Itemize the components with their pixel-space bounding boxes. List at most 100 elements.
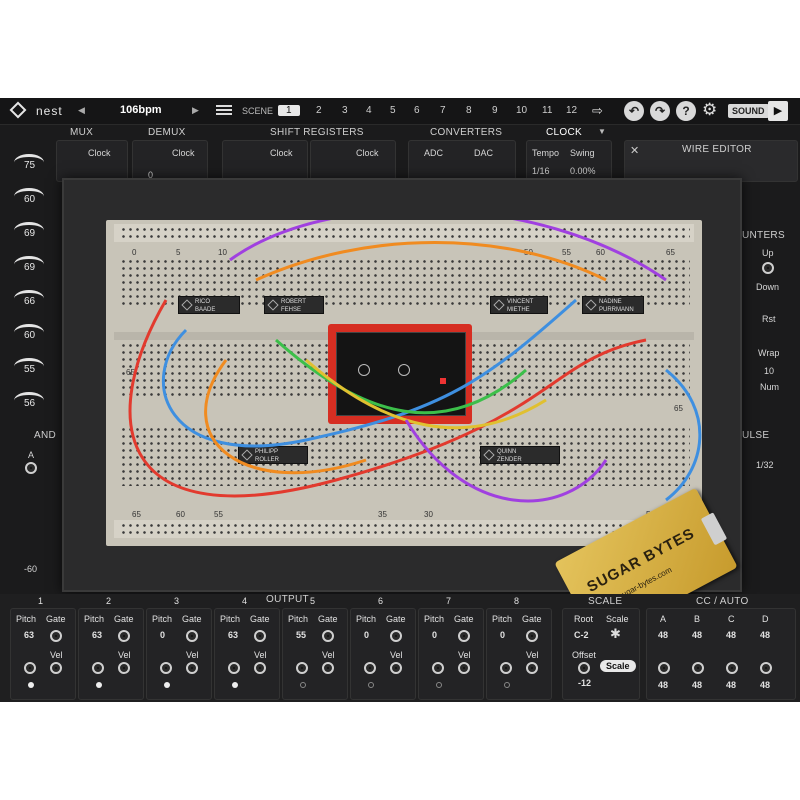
scene-12-tab[interactable]: 12 — [566, 105, 578, 116]
cc-value[interactable]: 48 — [760, 630, 771, 640]
scene-3-tab[interactable]: 3 — [342, 105, 348, 116]
pulse-value[interactable]: 1/32 — [756, 460, 774, 470]
gate-jack[interactable] — [526, 630, 538, 642]
scene-1-tab[interactable]: 1 — [278, 105, 300, 116]
offset-value[interactable]: -12 — [578, 678, 592, 688]
gate-jack[interactable] — [390, 630, 402, 642]
display-module[interactable] — [328, 324, 472, 424]
pitch-value[interactable]: 0 — [364, 630, 370, 640]
scene-list-icon[interactable] — [216, 105, 232, 117]
pitch-jack[interactable] — [92, 662, 104, 674]
pitch-value[interactable]: 55 — [296, 630, 307, 640]
scene-4-tab[interactable]: 4 — [366, 105, 372, 116]
scale-type-icon[interactable]: ✱ — [610, 626, 621, 641]
scene-copy-icon[interactable]: ⇨ — [592, 103, 603, 118]
mux-knob[interactable] — [14, 256, 44, 273]
cc-jack[interactable] — [692, 662, 704, 674]
vel-jack[interactable] — [322, 662, 334, 674]
pitch-label: Pitch — [492, 614, 513, 624]
clock-dropdown-icon[interactable]: ▼ — [598, 127, 606, 136]
pitch-value[interactable]: 0 — [432, 630, 438, 640]
pitch-value[interactable]: 63 — [92, 630, 103, 640]
channel-active-indicator — [504, 682, 510, 688]
pitch-jack[interactable] — [160, 662, 172, 674]
pitch-jack[interactable] — [296, 662, 308, 674]
scene-2-tab[interactable]: 2 — [316, 105, 322, 116]
scene-10-tab[interactable]: 10 — [516, 105, 528, 116]
scene-5-tab[interactable]: 5 — [390, 105, 396, 116]
offset-jack[interactable] — [578, 662, 590, 674]
vel-jack[interactable] — [390, 662, 402, 674]
scene-8-tab[interactable]: 8 — [466, 105, 472, 116]
scene-11-tab[interactable]: 11 — [542, 105, 553, 116]
help-icon[interactable]: ? — [676, 101, 696, 121]
pitch-jack[interactable] — [364, 662, 376, 674]
gate-label: Gate — [114, 614, 134, 624]
mux-knob[interactable] — [14, 392, 44, 409]
gate-jack[interactable] — [322, 630, 334, 642]
scale-button[interactable]: Scale — [600, 660, 636, 672]
scene-7-tab[interactable]: 7 — [440, 105, 446, 116]
mux-knob[interactable] — [14, 188, 44, 205]
scene-6-tab[interactable]: 6 — [414, 105, 420, 116]
gate-jack[interactable] — [186, 630, 198, 642]
counters-title: UNTERS — [742, 230, 785, 241]
wrap-value[interactable]: 10 — [764, 366, 775, 376]
root-value[interactable]: C-2 — [574, 630, 589, 640]
tempo-next-icon[interactable]: ▶ — [192, 105, 199, 115]
cc-jack[interactable] — [658, 662, 670, 674]
mux-knob[interactable] — [14, 222, 44, 239]
tempo-display[interactable]: 106bpm — [120, 104, 162, 116]
cc-jack[interactable] — [760, 662, 772, 674]
gate-jack[interactable] — [254, 630, 266, 642]
vel-jack[interactable] — [254, 662, 266, 674]
pitch-value[interactable]: 0 — [160, 630, 166, 640]
vel-jack[interactable] — [118, 662, 130, 674]
and-a-jack[interactable] — [25, 462, 37, 474]
pitch-value[interactable]: 0 — [500, 630, 506, 640]
up-jack[interactable] — [762, 262, 774, 274]
play-button[interactable]: ▶ — [768, 101, 788, 121]
close-icon[interactable]: ✕ — [630, 145, 640, 157]
app-name: nest — [36, 104, 63, 118]
vel-jack[interactable] — [526, 662, 538, 674]
swing-value[interactable]: 0.00% — [570, 166, 596, 176]
vel-jack[interactable] — [186, 662, 198, 674]
pitch-jack[interactable] — [24, 662, 36, 674]
vel-jack[interactable] — [458, 662, 470, 674]
redo-icon[interactable]: ↷ — [650, 101, 670, 121]
mux-knob[interactable] — [14, 324, 44, 341]
cc-value[interactable]: 48 — [658, 630, 669, 640]
gate-label: Gate — [182, 614, 202, 624]
tempo-value[interactable]: 1/16 — [532, 166, 550, 176]
clock-title[interactable]: CLOCK — [546, 127, 582, 138]
pitch-jack[interactable] — [500, 662, 512, 674]
mux-knob[interactable] — [14, 154, 44, 171]
gate-jack[interactable] — [458, 630, 470, 642]
cc-value[interactable]: 48 — [692, 630, 703, 640]
pitch-value[interactable]: 63 — [24, 630, 35, 640]
pitch-jack[interactable] — [432, 662, 444, 674]
mux-knob[interactable] — [14, 290, 44, 307]
mux-knob[interactable] — [14, 358, 44, 375]
left-value[interactable]: -60 — [24, 564, 38, 574]
gear-icon[interactable]: ⚙ — [702, 100, 718, 119]
cc-jack[interactable] — [726, 662, 738, 674]
undo-icon[interactable]: ↶ — [624, 101, 644, 121]
sound-button[interactable]: SOUND — [728, 104, 769, 118]
chip-label-line2: PURRMANN — [599, 307, 634, 313]
cc-value[interactable]: 48 — [726, 630, 737, 640]
pitch-jack[interactable] — [228, 662, 240, 674]
gate-jack[interactable] — [50, 630, 62, 642]
gate-jack[interactable] — [118, 630, 130, 642]
pitch-value[interactable]: 63 — [228, 630, 239, 640]
tempo-prev-icon[interactable]: ◀ — [78, 105, 85, 115]
scene-9-tab[interactable]: 9 — [492, 105, 498, 116]
vel-jack[interactable] — [50, 662, 62, 674]
